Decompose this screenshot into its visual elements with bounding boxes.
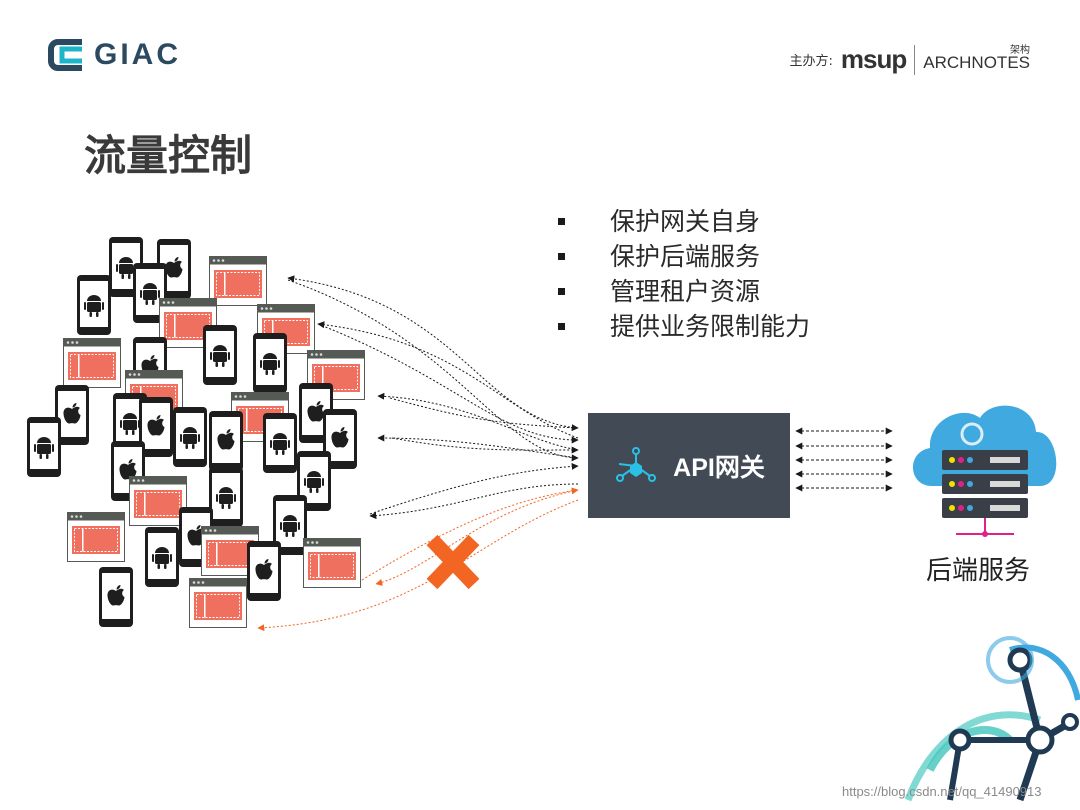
blocked-traffic-arrows bbox=[257, 487, 579, 632]
browser-window-icon bbox=[128, 476, 188, 526]
apple-phone-icon bbox=[99, 567, 133, 627]
apple-phone-icon bbox=[209, 411, 243, 471]
watermark-url: https://blog.csdn.net/qq_41490913 bbox=[842, 784, 1042, 799]
browser-window-icon bbox=[62, 338, 122, 388]
browser-window-icon bbox=[208, 256, 268, 306]
organizer-divider bbox=[914, 44, 916, 75]
browser-window-icon bbox=[66, 512, 126, 562]
android-phone-icon bbox=[173, 407, 207, 467]
android-phone-icon bbox=[203, 325, 237, 385]
organizer-brand-msup: msup bbox=[840, 44, 907, 74]
slide-title: 流量控制 bbox=[84, 131, 253, 180]
android-phone-icon bbox=[145, 527, 179, 587]
organizer-block: 主办方: msup ARCHNOTES 架构 bbox=[790, 44, 1030, 75]
android-phone-icon bbox=[27, 417, 61, 477]
android-phone-icon bbox=[77, 275, 111, 335]
gateway-label: API网关 bbox=[673, 453, 765, 482]
android-phone-icon bbox=[253, 333, 287, 393]
browser-window-icon bbox=[188, 578, 248, 628]
logo-text: GIAC bbox=[94, 38, 181, 71]
gateway-network-icon bbox=[616, 446, 657, 482]
api-gateway-box: API网关 bbox=[588, 413, 790, 518]
client-device-cluster bbox=[27, 237, 366, 628]
giac-logo: GIAC bbox=[48, 38, 181, 72]
bullet-item: 保护后端服务 bbox=[556, 239, 810, 274]
archnotes-sup: 架构 bbox=[1010, 44, 1030, 56]
backend-traffic-arrows bbox=[795, 427, 893, 492]
incoming-traffic-arrows bbox=[287, 279, 579, 515]
backend-label: 后端服务 bbox=[926, 556, 1031, 586]
archnotes-text: ARCHNOTES bbox=[923, 52, 1030, 72]
android-phone-icon bbox=[209, 467, 243, 527]
bullet-item: 提供业务限制能力 bbox=[556, 309, 810, 344]
decorative-network-graphic bbox=[904, 636, 1080, 802]
android-phone-icon bbox=[263, 413, 297, 473]
bullet-list: 保护网关自身 保护后端服务 管理租户资源 提供业务限制能力 bbox=[556, 204, 810, 344]
allowed-traffic-arrows bbox=[287, 275, 579, 520]
organizer-label: 主办方: bbox=[789, 54, 833, 69]
blocked-x-icon bbox=[426, 534, 480, 590]
backend-cloud-icon bbox=[912, 405, 1057, 486]
bullet-item: 保护网关自身 bbox=[556, 204, 810, 239]
bullet-item: 管理租户资源 bbox=[556, 274, 810, 309]
giac-logo-icon bbox=[48, 39, 82, 71]
organizer-brand-archnotes: ARCHNOTES 架构 bbox=[923, 45, 1030, 73]
browser-window-icon bbox=[302, 538, 362, 588]
backend-server-stack-icon bbox=[942, 450, 1028, 537]
apple-phone-icon bbox=[247, 541, 281, 601]
